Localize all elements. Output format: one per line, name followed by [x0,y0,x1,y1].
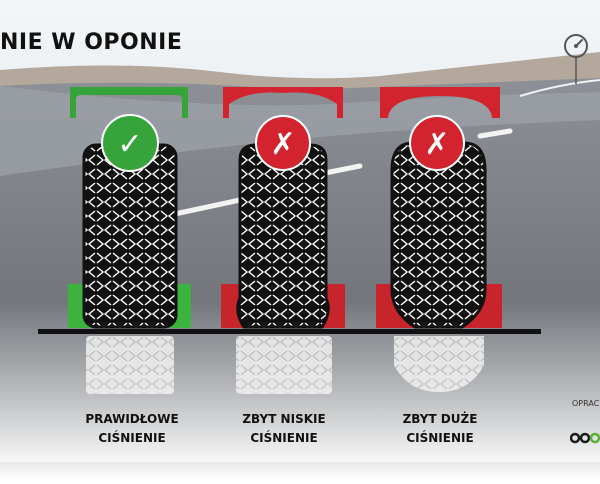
check-icon: ✓ [117,127,142,162]
label-low-pressure: ZBYT NISKIE CIŚNIENIE [209,410,359,448]
tire-tread-low [237,145,329,327]
tire-profile-low [223,87,343,118]
tire-reflection-low [236,336,332,394]
x-icon: ✗ [270,127,295,162]
brand-logo [570,432,600,444]
bottom-shadow [0,462,600,480]
tire-profile-correct [70,87,188,118]
status-badge-low [255,115,311,171]
tire-reflection-correct [86,336,174,394]
label-high-line2: CIŚNIENIE [406,431,474,445]
tire-tread-correct [84,145,176,327]
label-correct-line2: CIŚNIENIE [98,431,166,445]
tire-reflection-high [394,336,484,392]
label-low-line2: CIŚNIENIE [250,431,318,445]
status-badge-high [409,115,465,171]
tire-profile-high [380,87,500,118]
label-low-line1: ZBYT NISKIE [242,412,326,426]
ground-line [38,329,541,334]
label-correct-pressure: PRAWIDŁOWE CIŚNIENIE [57,410,207,448]
label-high-line1: ZBYT DUŻE [402,412,478,426]
page-title: NIE W OPONIE [0,30,183,55]
label-high-pressure: ZBYT DUŻE CIŚNIENIE [365,410,515,448]
x-icon: ✗ [424,127,449,162]
tire-tread-high [392,143,485,327]
credit-text: OPRAC [572,399,600,408]
pressure-gauge-icon [564,34,588,84]
status-badge-correct [101,114,159,172]
label-correct-line1: PRAWIDŁOWE [85,412,179,426]
panel-low-pressure: ✗ [221,87,345,394]
panel-correct-pressure: ✓ [68,87,191,394]
panel-high-pressure: ✗ [376,87,502,392]
